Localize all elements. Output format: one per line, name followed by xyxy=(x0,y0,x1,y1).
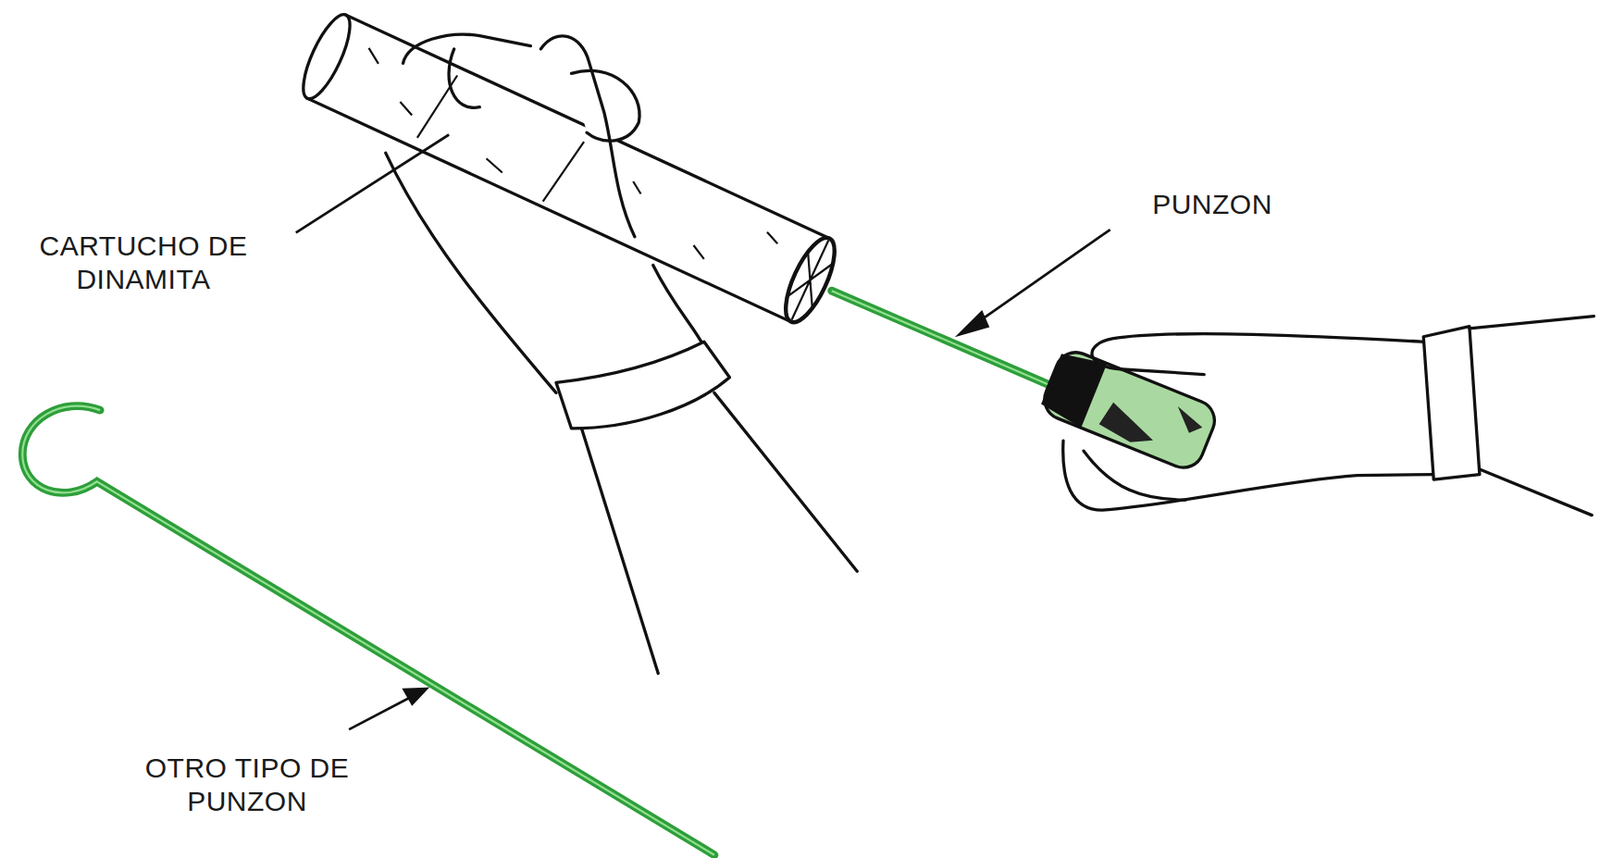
handle-body xyxy=(1038,346,1221,474)
finger-outline xyxy=(448,49,480,108)
leader-line xyxy=(974,229,1111,325)
finger-outline xyxy=(403,34,532,63)
arrow-head xyxy=(404,688,427,705)
thumb-outline xyxy=(540,36,634,237)
wrapper-marks xyxy=(340,37,785,298)
glove-cuff xyxy=(556,341,730,429)
punch-rod-highlight xyxy=(831,290,1052,386)
arrow-head xyxy=(959,311,989,335)
part-label: CARTUCHO DE DINAMITA xyxy=(4,229,283,297)
arm-line xyxy=(1479,469,1592,516)
hook-punch xyxy=(22,406,715,856)
right-hand xyxy=(1063,316,1595,516)
arm-line xyxy=(582,428,659,674)
arm-line xyxy=(1469,316,1595,329)
cartridge-body xyxy=(307,14,830,322)
handle-shading xyxy=(1097,381,1207,465)
other-punch xyxy=(22,406,715,856)
glove-cuff xyxy=(1423,326,1480,480)
finger-outline xyxy=(571,70,641,141)
hand-outline xyxy=(1091,334,1424,375)
punch-handle xyxy=(1038,346,1221,474)
dynamite-cartridge xyxy=(294,9,844,329)
punch-rod xyxy=(831,290,1052,386)
leader-line xyxy=(348,695,413,730)
hand-outline xyxy=(1083,450,1186,500)
hand-outline xyxy=(1063,440,1435,510)
cartridge-end xyxy=(294,9,360,105)
cartridge-crimp xyxy=(779,234,843,326)
leader-lines xyxy=(296,134,1111,730)
leader-line xyxy=(296,134,449,233)
punch-tool xyxy=(831,290,1221,474)
handle-tip xyxy=(1038,346,1107,428)
left-fingers xyxy=(403,34,641,237)
part-label: OTRO TIPO DE PUNZON xyxy=(140,751,354,819)
cartridge-end xyxy=(776,231,845,329)
hook-punch-highlight xyxy=(22,406,715,856)
arm-line xyxy=(714,392,857,571)
part-label: PUNZON xyxy=(1124,187,1301,222)
